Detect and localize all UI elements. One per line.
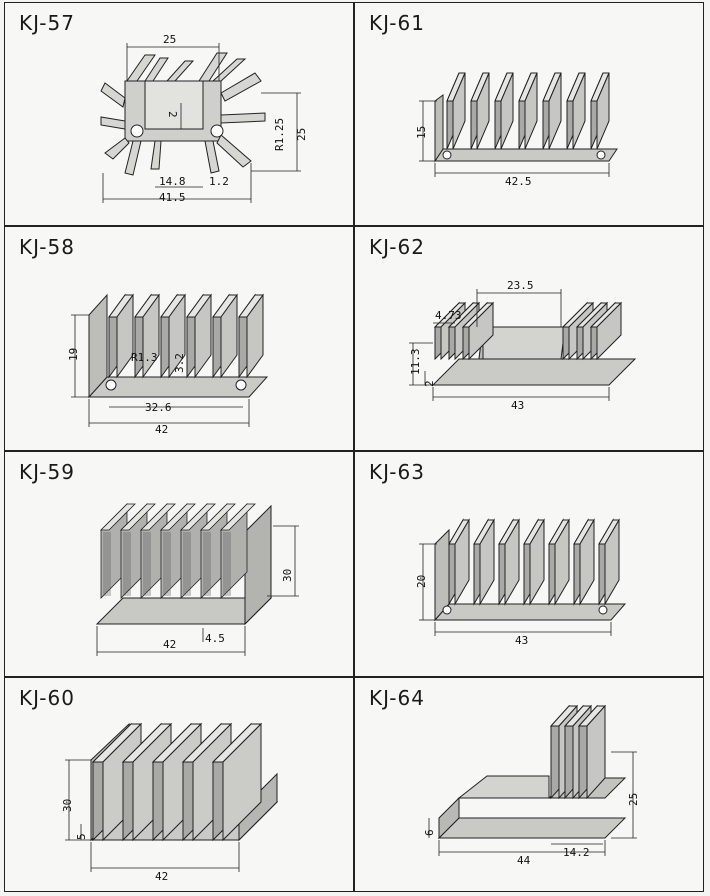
dim-label: 6 (423, 829, 436, 836)
dim-label: 3.2 (173, 353, 186, 373)
kj62-diagram: 43 23.5 4.73 11.3 2 (409, 279, 637, 412)
panel-kj62: KJ-62 43 23.5 4.73 11.3 2 (354, 226, 704, 451)
fin (586, 704, 606, 800)
kj61-diagram: 42.5 15 (415, 72, 618, 188)
fin (572, 72, 586, 150)
panel-title: KJ-62 (369, 235, 425, 259)
dim-label: 44 (517, 854, 531, 867)
dim-label: 20 (415, 575, 428, 588)
catalog-grid: KJ-57 (4, 2, 704, 892)
fin (220, 503, 256, 531)
dim-label: 15 (415, 126, 428, 139)
fin (116, 293, 134, 379)
fin (140, 503, 176, 531)
fin (468, 301, 494, 361)
dim-label: 30 (281, 569, 294, 582)
dim-label: 11.3 (409, 349, 422, 376)
fin (554, 518, 570, 606)
dim-label: R1.25 (273, 118, 286, 151)
dim-label: 14.2 (563, 846, 590, 859)
fin (220, 293, 238, 379)
fin (194, 293, 212, 379)
fin (596, 301, 622, 361)
dim-label: 25 (295, 128, 308, 141)
fin (479, 518, 495, 606)
panel-kj59: KJ-59 42 4.5 30 (4, 451, 354, 677)
dim-label: R1.3 (131, 351, 158, 364)
dim-label: 19 (67, 348, 80, 361)
dim-label: 25 (163, 33, 176, 46)
fin (579, 518, 595, 606)
dim-label: 23.5 (507, 279, 534, 292)
dim-label: 1.2 (209, 175, 229, 188)
fin (160, 503, 196, 531)
fin (454, 518, 470, 606)
kj63-diagram: 43 20 (415, 518, 627, 647)
fin (524, 72, 538, 150)
fin (100, 503, 136, 531)
dim-label: 5 (75, 833, 88, 840)
dim-label: 42 (155, 423, 168, 436)
fin (120, 503, 156, 531)
panel-title: KJ-58 (19, 235, 75, 259)
kj64-diagram: 44 14.2 25 6 (423, 704, 640, 867)
dim-label: 2 (423, 380, 436, 387)
dim-label: 42.5 (505, 175, 532, 188)
fin (142, 293, 160, 379)
dim-label: 42 (155, 870, 168, 883)
dim-label: 4.73 (435, 309, 462, 322)
kj57-diagram: 25 2 R1.25 25 14.8 1.2 41.5 (100, 33, 308, 204)
panel-title: KJ-63 (369, 460, 425, 484)
fin (548, 72, 562, 150)
panel-title: KJ-60 (19, 686, 75, 710)
panel-kj64: KJ-64 44 14.2 25 6 (354, 677, 704, 892)
fin (529, 518, 545, 606)
fin (452, 72, 466, 150)
fin (246, 293, 264, 379)
dim-label: 32.6 (145, 401, 172, 414)
fin (168, 293, 186, 379)
kj59-diagram: 42 4.5 30 (95, 503, 299, 656)
dim-label: 43 (515, 634, 528, 647)
panel-title: KJ-61 (369, 11, 425, 35)
panel-kj63: KJ-63 43 20 (354, 451, 704, 677)
panel-kj61: KJ-61 42.5 15 (354, 2, 704, 226)
dim-label: 14.8 (159, 175, 186, 188)
fin (596, 72, 610, 150)
dim-label: 4.5 (205, 632, 225, 645)
panel-title: KJ-57 (19, 11, 75, 35)
kj60-diagram: 42 30 5 (61, 722, 279, 883)
dim-label: 43 (511, 399, 524, 412)
fin (222, 722, 262, 842)
panel-title: KJ-64 (369, 686, 425, 710)
panel-kj58: KJ-58 42 32.6 R1.3 19 3.2 (4, 226, 354, 451)
panel-kj60: KJ-60 42 30 5 (4, 677, 354, 892)
fin (504, 518, 520, 606)
panel-title: KJ-59 (19, 460, 75, 484)
fin (476, 72, 490, 150)
panel-kj57: KJ-57 (4, 2, 354, 226)
kj58-diagram: 42 32.6 R1.3 19 3.2 (67, 293, 269, 436)
dim-label: 2 (166, 111, 179, 118)
dim-label: 42 (163, 638, 176, 651)
dim-label: 30 (61, 799, 74, 812)
dim-label: 25 (627, 793, 640, 806)
fin (200, 503, 236, 531)
fin (180, 503, 216, 531)
fin (604, 518, 620, 606)
fin (500, 72, 514, 150)
dim-label: 41.5 (159, 191, 186, 204)
